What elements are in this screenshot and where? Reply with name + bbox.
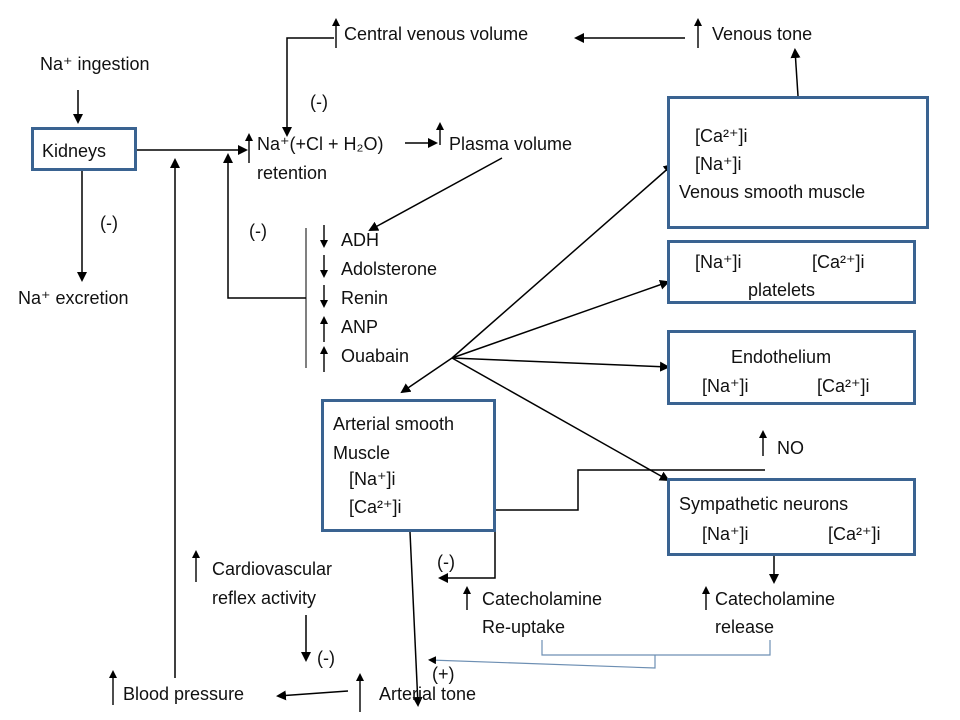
no-label: NO xyxy=(777,438,804,458)
plasma-volume-label: Plasma volume xyxy=(449,134,573,154)
arrow-venous-box-tone xyxy=(790,48,801,97)
arrow-tone-bp xyxy=(276,690,349,701)
venous-na-label: [Na⁺]i xyxy=(695,154,742,174)
reuptake-inhibition-label: (-) xyxy=(437,552,455,572)
catecholamine-reuptake-label-2: Re-uptake xyxy=(482,617,566,637)
arterial-smooth-label-2: Muscle xyxy=(333,443,391,463)
sympathetic-label: Sympathetic neurons xyxy=(679,494,849,514)
arrow-ouabain-endothelium xyxy=(451,357,670,372)
sympathetic-na-label: [Na⁺]i xyxy=(702,524,749,544)
arterial-smooth-ca-label: [Ca²⁺]i xyxy=(349,497,402,517)
arrow-ouabain-venous xyxy=(451,163,674,359)
na-retention-label-2: retention xyxy=(257,163,328,183)
catecholamine-release-label-1: Catecholamine xyxy=(715,589,836,609)
catecholamine-release-label-2: release xyxy=(715,617,775,637)
cardio-reflex-label-2: reflex activity xyxy=(212,588,317,608)
arrow-no-reuptake xyxy=(438,469,765,583)
na-ingestion-label: Na⁺ ingestion xyxy=(40,54,150,74)
na-retention-label-1: Na⁺(+Cl + H₂O) xyxy=(257,134,384,154)
arrow-asm-tone xyxy=(409,531,423,707)
endothelium-box: Endothelium [Na⁺]i [Ca²⁺]i xyxy=(667,330,916,405)
venous-smooth-muscle-box: [Ca²⁺]i [Na⁺]i Venous smooth muscle xyxy=(667,96,929,229)
cardio-reflex-label-1: Cardiovascular xyxy=(212,559,333,579)
tone-stimulation-label: (+) xyxy=(432,664,455,684)
kidneys-label: Kidneys xyxy=(42,141,107,161)
na-excretion-label: Na⁺ excretion xyxy=(18,288,129,308)
arrow-ouabain-sympathetic xyxy=(451,357,670,481)
venous-ca-label: [Ca²⁺]i xyxy=(695,126,748,146)
platelets-na-label: [Na⁺]i xyxy=(695,252,742,272)
hormone-ouabain: Ouabain xyxy=(341,346,410,366)
venous-smooth-muscle-label: Venous smooth muscle xyxy=(679,182,866,202)
hormone-anp: ANP xyxy=(341,317,379,337)
arrow-plasma-hormones xyxy=(368,157,503,231)
platelets-ca-label: [Ca²⁺]i xyxy=(812,252,865,272)
arterial-smooth-na-label: [Na⁺]i xyxy=(349,469,396,489)
arterial-smooth-label-1: Arterial smooth xyxy=(333,414,455,434)
platelets-box: [Na⁺]i [Ca²⁺]i platelets xyxy=(667,240,916,304)
sympathetic-ca-label: [Ca²⁺]i xyxy=(828,524,881,544)
venous-tone-label: Venous tone xyxy=(712,24,813,44)
arterial-smooth-muscle-box: Arterial smooth Muscle [Na⁺]i [Ca²⁺]i xyxy=(321,399,496,532)
arterial-tone-label: Arterial tone xyxy=(379,684,477,704)
arrow-central-venous-retention xyxy=(282,37,334,137)
kidneys-box: Kidneys xyxy=(31,127,137,171)
platelets-label: platelets xyxy=(748,280,816,300)
hormone-adh: ADH xyxy=(341,230,380,250)
hormone-aldosterone: Adolsterone xyxy=(341,259,438,279)
arrow-catecholamine-tone xyxy=(428,655,656,669)
catecholamine-reuptake-label-1: Catecholamine xyxy=(482,589,603,609)
sympathetic-neurons-box: Sympathetic neurons [Na⁺]i [Ca²⁺]i xyxy=(667,478,916,556)
arrow-hormones-retention xyxy=(223,153,306,299)
endothelium-label: Endothelium xyxy=(731,347,832,367)
hormone-renin: Renin xyxy=(341,288,389,308)
endothelium-na-label: [Na⁺]i xyxy=(702,376,749,396)
top-inhibition-label: (-) xyxy=(310,92,328,112)
arrow-ouabain-platelets xyxy=(451,279,670,359)
blood-pressure-label: Blood pressure xyxy=(123,684,245,704)
catecholamine-bracket xyxy=(541,640,771,656)
central-venous-volume-label: Central venous volume xyxy=(344,24,529,44)
bp-inhibition-label: (-) xyxy=(317,648,335,668)
kidney-inhibition-label: (-) xyxy=(100,213,118,233)
arrow-ouabain-arterial xyxy=(400,357,453,394)
endothelium-ca-label: [Ca²⁺]i xyxy=(817,376,870,396)
hormone-inhibition-label: (-) xyxy=(249,221,267,241)
